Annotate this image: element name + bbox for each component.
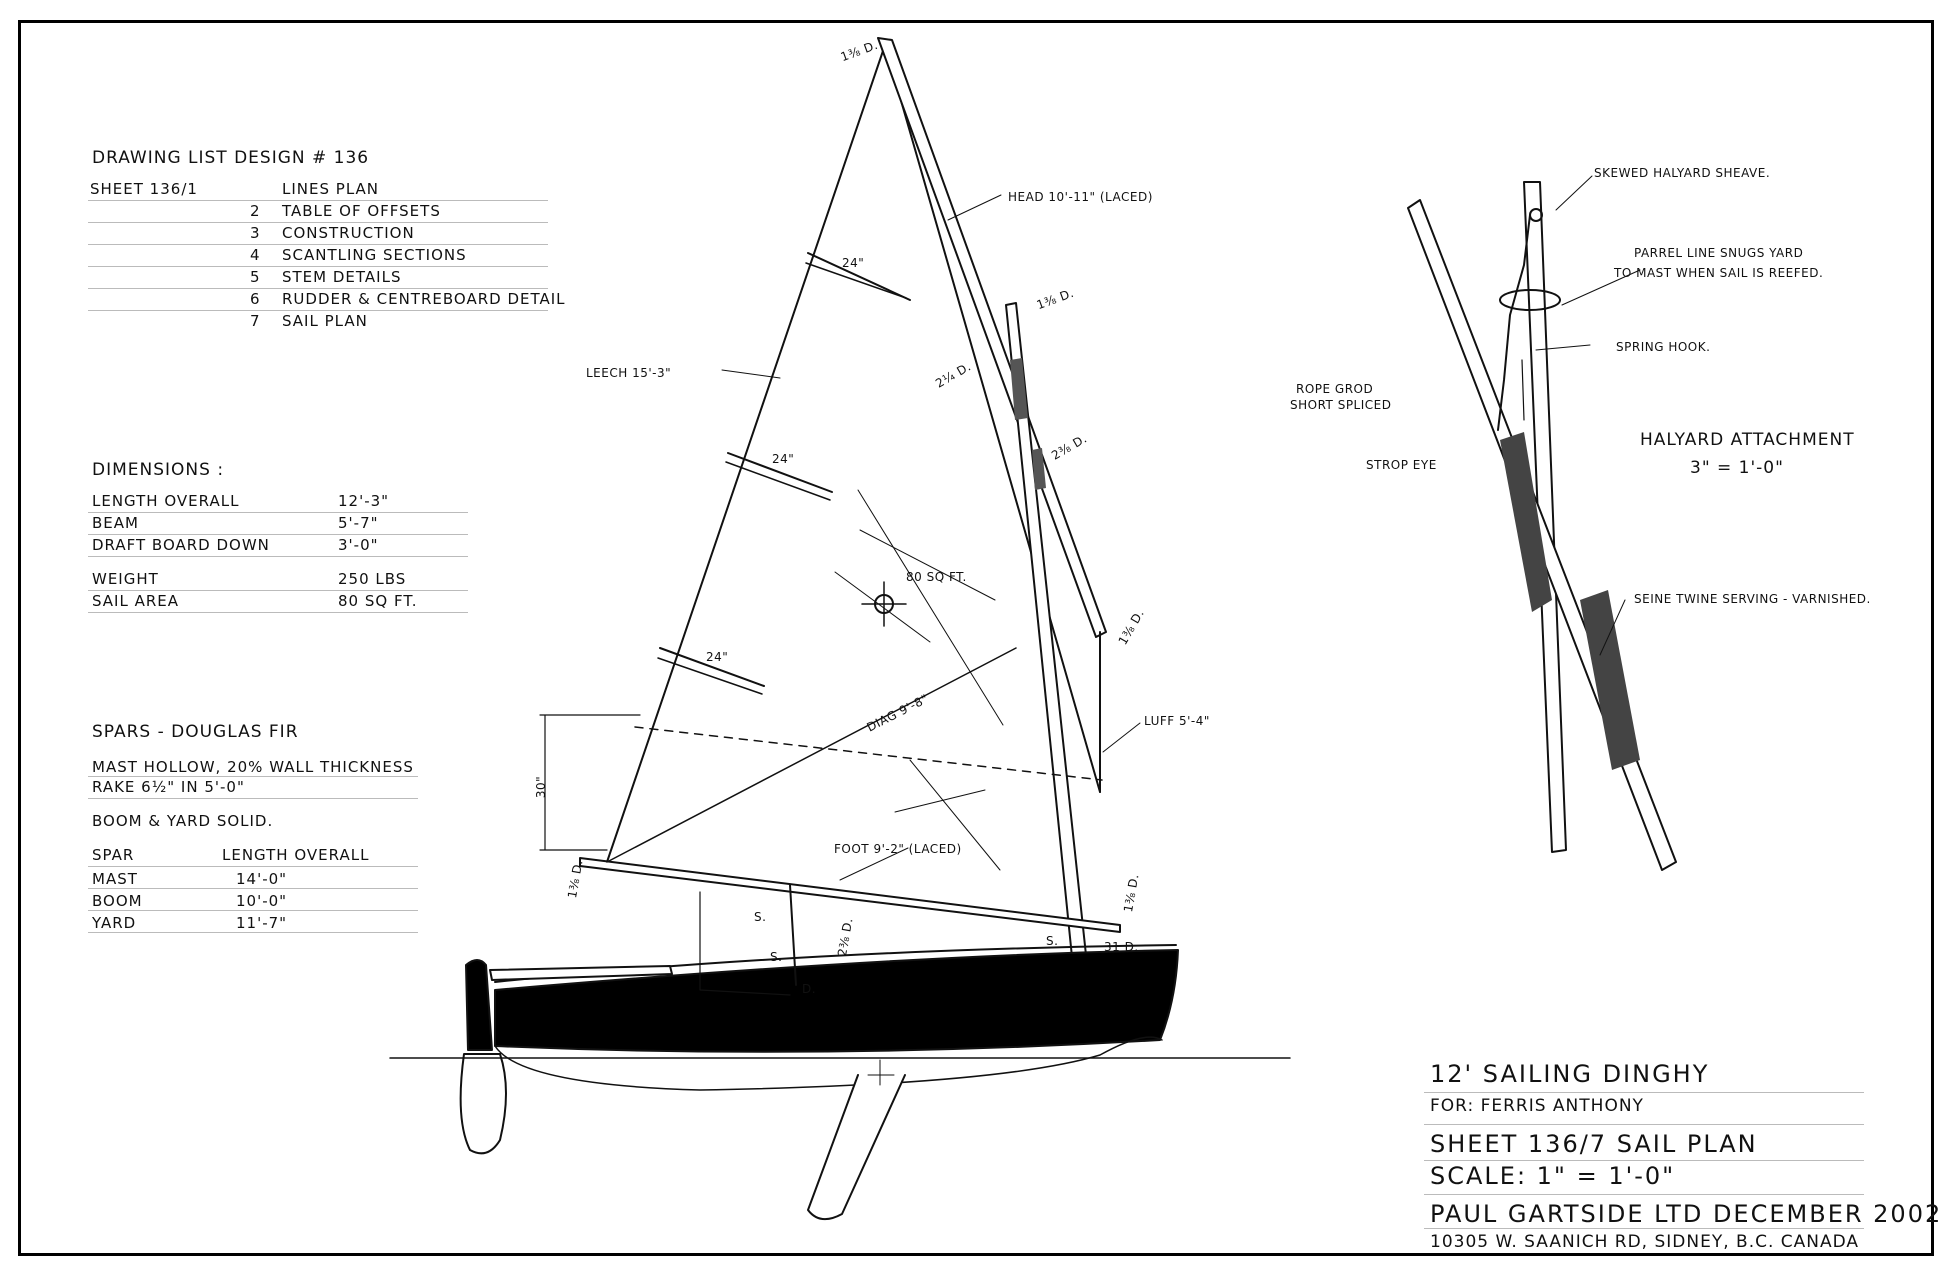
- coaming: [489, 965, 673, 981]
- sheet-number: 3: [250, 224, 261, 242]
- sail-diagonal: [606, 647, 1017, 863]
- length-column-header: Length Overall: [222, 846, 370, 864]
- dimension-value: 80 sq ft.: [338, 592, 418, 610]
- serving-label: Seine Twine Serving - Varnished.: [1634, 592, 1871, 606]
- spring-hook-label: Spring Hook.: [1616, 340, 1711, 354]
- sheet-number: 6: [250, 290, 261, 308]
- dimension-label: 31 D.: [1104, 940, 1139, 954]
- yard: [877, 37, 1107, 638]
- spars-note: Rake 6½" in 5'-0": [92, 778, 245, 796]
- parrel-label: to Mast When Sail is Reefed.: [1614, 266, 1824, 280]
- centreboard: [807, 1074, 906, 1221]
- drawing-title: 12' Sailing Dinghy: [1430, 1060, 1710, 1088]
- sheet-number: 4: [250, 246, 261, 264]
- dimensions-heading: Dimensions :: [92, 460, 225, 480]
- sheet-number: 5: [250, 268, 261, 286]
- sheet-name: Stem Details: [282, 268, 402, 286]
- dimension-label: Length Overall: [92, 492, 240, 510]
- batten: [659, 647, 765, 687]
- sail-area-label: 80 sq ft.: [906, 570, 967, 584]
- sheet-name: Table of Offsets: [282, 202, 441, 220]
- sheet-number: Sheet 136/1: [90, 180, 198, 198]
- spar-name: Boom: [92, 892, 143, 910]
- diameter-mark: D.: [802, 982, 817, 996]
- sheet-name: Sail Plan: [282, 312, 368, 330]
- dimension-label: Draft Board Down: [92, 536, 270, 554]
- detail-mast: [1523, 181, 1567, 853]
- dimension-value: 12'-3": [338, 492, 390, 510]
- luff-label: Luff 5'-4": [1144, 714, 1210, 728]
- sheet-line: Sheet 136/7 Sail Plan: [1430, 1130, 1758, 1158]
- batten-length-label: 24": [706, 650, 729, 664]
- drawing-list-heading: Drawing List Design # 136: [92, 148, 370, 168]
- reef-height-label: 30": [534, 775, 549, 799]
- dimension-label: Sail Area: [92, 592, 180, 610]
- sheet-border: [18, 20, 1934, 1256]
- sheet-number: 2: [250, 202, 261, 220]
- dimension-value: 5'-7": [338, 514, 379, 532]
- spar-length: 10'-0": [236, 892, 288, 910]
- detail-title: Halyard Attachment: [1640, 430, 1855, 450]
- spar-column-header: Spar: [92, 846, 135, 864]
- sheet-name: Lines Plan: [282, 180, 379, 198]
- sheave-mark: S.: [1046, 934, 1059, 948]
- sheet-name: Rudder & Centreboard Detail: [282, 290, 566, 308]
- reef-line: [634, 726, 1103, 781]
- spar-length: 11'-7": [236, 914, 288, 932]
- batten: [807, 252, 911, 301]
- spars-note: Boom & Yard Solid.: [92, 812, 274, 830]
- spar-name: Mast: [92, 870, 138, 888]
- sheet-name: Scantling Sections: [282, 246, 467, 264]
- sheave-label: Skewed Halyard Sheave.: [1594, 166, 1771, 180]
- detail-halyard: [1497, 214, 1531, 431]
- client-line: For: Ferris Anthony: [1430, 1096, 1644, 1116]
- leech-label: Leech 15'-3": [586, 366, 672, 380]
- sheave-mark: S.: [770, 950, 783, 964]
- dimension-value: 3'-0": [338, 536, 379, 554]
- batten-length-label: 24": [842, 256, 865, 270]
- hull-topside: [494, 949, 1179, 1053]
- spars-note: Mast Hollow, 20% Wall Thickness: [92, 758, 414, 776]
- firm-line: Paul Gartside Ltd December 2002: [1430, 1200, 1943, 1228]
- strop-eye-label: Strop Eye: [1366, 458, 1437, 472]
- address-line: 10305 W. Saanich Rd, Sidney, B.C. Canada: [1430, 1232, 1860, 1252]
- parrel-label: Parrel Line Snugs Yard: [1634, 246, 1804, 260]
- batten: [727, 452, 833, 493]
- dimension-label: Weight: [92, 570, 159, 588]
- sheet-number: 7: [250, 312, 261, 330]
- foot-label: Foot 9'-2" (Laced): [834, 842, 962, 856]
- boom: [579, 857, 1121, 933]
- spar-name: Yard: [92, 914, 137, 932]
- detail-scale: 3" = 1'-0": [1690, 458, 1784, 478]
- batten-length-label: 24": [772, 452, 795, 466]
- rudder-blade: [459, 1053, 507, 1155]
- head-label: Head 10'-11" (Laced): [1008, 190, 1153, 204]
- rudder-head: [465, 959, 493, 1051]
- rope-grommet-label: Short Spliced: [1290, 398, 1392, 412]
- scale-line: Scale: 1" = 1'-0": [1430, 1162, 1676, 1190]
- dimension-value: 250 lbs: [338, 570, 407, 588]
- dimension-label: Beam: [92, 514, 139, 532]
- spars-heading: Spars - Douglas Fir: [92, 722, 299, 742]
- sheet-name: Construction: [282, 224, 415, 242]
- rope-grommet-label: Rope Grod: [1296, 382, 1374, 396]
- spar-length: 14'-0": [236, 870, 288, 888]
- sheave-mark: S.: [754, 910, 767, 924]
